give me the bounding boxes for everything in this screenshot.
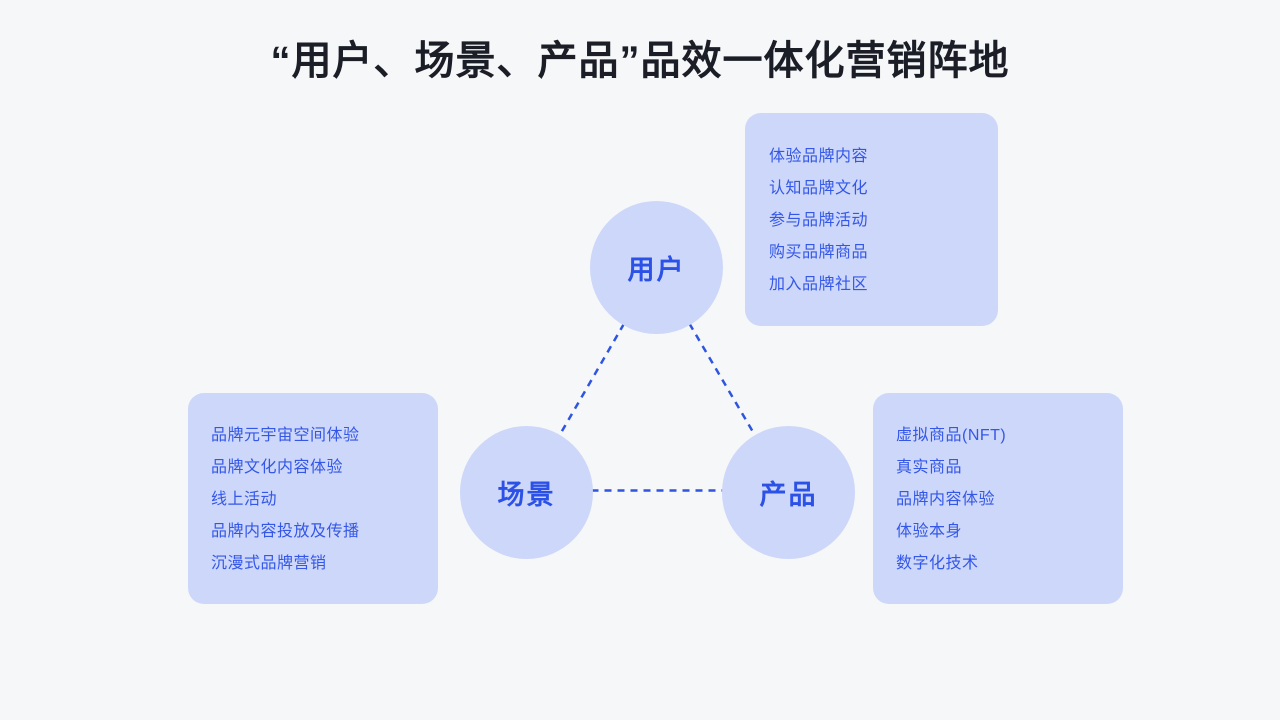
panel-item: 购买品牌商品 (769, 244, 869, 261)
panel-item: 沉漫式品牌营销 (211, 555, 327, 572)
panel-item: 品牌内容投放及传播 (211, 523, 360, 540)
panel-item: 体验品牌内容 (769, 148, 869, 165)
user-benefits-panel: 体验品牌内容 认知品牌文化 参与品牌活动 购买品牌商品 加入品牌社区 (745, 113, 998, 326)
panel-item: 品牌元宇宙空间体验 (211, 427, 360, 444)
panel-item: 加入品牌社区 (769, 276, 869, 293)
node-scene-label: 场景 (497, 480, 556, 510)
product-items-panel: 虚拟商品(NFT) 真实商品 品牌内容体验 体验本身 数字化技术 (873, 393, 1123, 604)
panel-item: 真实商品 (896, 459, 963, 476)
panel-item: 虚拟商品(NFT) (896, 427, 1007, 444)
panel-item: 认知品牌文化 (769, 180, 869, 197)
panel-item: 线上活动 (211, 491, 278, 508)
panel-item: 参与品牌活动 (769, 212, 869, 229)
node-scene: 场景 (460, 426, 593, 559)
node-product-label: 产品 (759, 480, 818, 510)
panel-item: 品牌文化内容体验 (211, 459, 344, 476)
scene-items-panel: 品牌元宇宙空间体验 品牌文化内容体验 线上活动 品牌内容投放及传播 沉漫式品牌营… (188, 393, 438, 604)
node-user-label: 用户 (627, 255, 686, 285)
node-product: 产品 (722, 426, 855, 559)
node-user: 用户 (590, 201, 723, 334)
page-title: “用户、场景、产品”品效一体化营销阵地 (270, 39, 1010, 83)
panel-item: 品牌内容体验 (896, 491, 996, 508)
panel-item: 数字化技术 (896, 555, 979, 572)
panel-item: 体验本身 (896, 523, 963, 540)
